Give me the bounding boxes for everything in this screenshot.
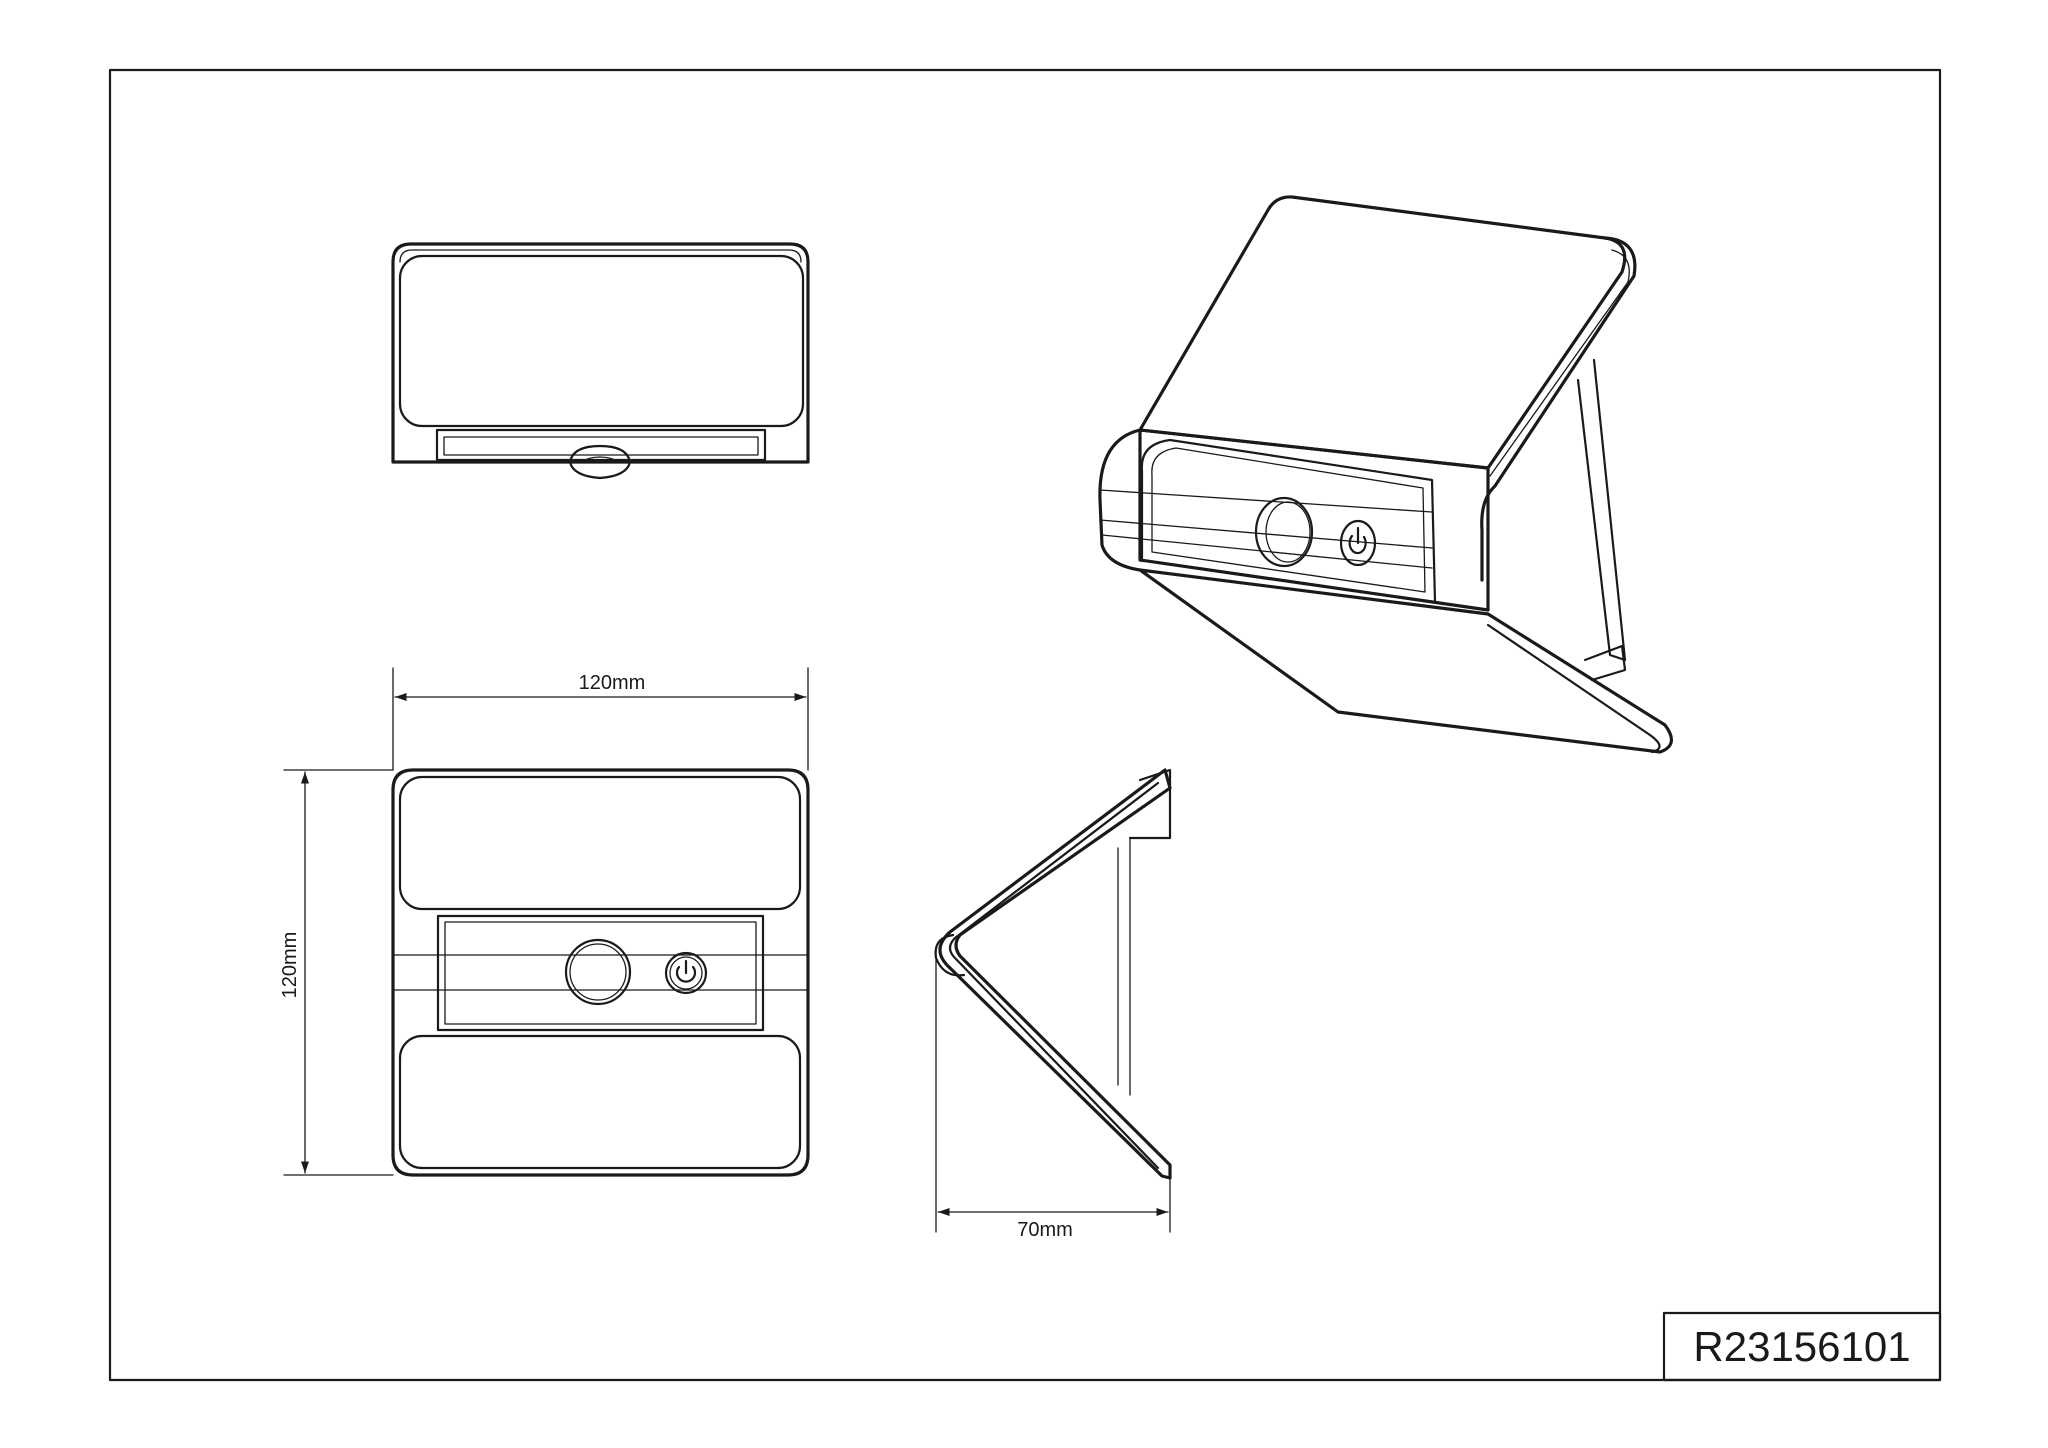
top-view-lens-strip: [435, 428, 767, 462]
iso-body-left-face: [1098, 428, 1142, 572]
iso-front-face-outline: [1140, 438, 1437, 604]
front-view-control-strip: [436, 914, 765, 1032]
height-label: 120mm: [279, 932, 301, 999]
side-view-wall-bracket: [1128, 768, 1172, 840]
side-view-inner: [948, 781, 1160, 1170]
iso-motion-sensor-icon: [1254, 496, 1314, 568]
width-dimension: 120mm: [392, 667, 809, 771]
top-view: [391, 242, 810, 480]
side-view: [934, 768, 1172, 1180]
iso-power-icon[interactable]: [1339, 519, 1377, 567]
iso-front-face-inner: [1151, 447, 1426, 593]
power-icon[interactable]: [664, 951, 708, 995]
depth-dimension: 70mm: [935, 959, 1171, 1241]
iso-bottom-panel-edge: [1486, 623, 1661, 754]
motion-sensor-dome-top: [568, 444, 632, 480]
motion-sensor-dome-side: [934, 933, 966, 977]
side-view-outer: [938, 768, 1172, 1180]
depth-label: 70mm: [1017, 1219, 1073, 1241]
motion-sensor-icon: [564, 938, 632, 1006]
isometric-view: [1098, 195, 1673, 754]
title-block-box: [1662, 1311, 1942, 1382]
top-view-rim: [399, 249, 802, 263]
motion-sensor-dome-top-inner: [579, 456, 621, 463]
iso-bracket-foot: [1583, 644, 1627, 682]
title-block: R23156101: [1662, 1311, 1942, 1382]
top-view-panel: [398, 254, 805, 428]
iso-band-line-3: [1101, 534, 1433, 569]
front-view-outline: [391, 768, 810, 1177]
front-view-control-inner: [444, 921, 757, 1025]
iso-panel-rim: [1480, 236, 1637, 582]
iso-side-leg: [1576, 358, 1627, 662]
iso-band-line-1: [1099, 489, 1433, 513]
iso-solar-panel: [1138, 195, 1627, 470]
height-dimension: 120mm: [279, 769, 394, 1176]
front-view: [391, 768, 810, 1177]
front-view-bottom-panel: [398, 1034, 802, 1170]
iso-body-top: [1138, 428, 1490, 612]
iso-bottom-panel: [1138, 568, 1673, 754]
width-label: 120mm: [579, 672, 646, 694]
iso-panel-rim-inner: [1489, 249, 1630, 477]
top-view-outline: [391, 242, 810, 464]
drawing-frame: [108, 68, 1942, 1382]
drawing-code: R23156101: [1693, 1323, 1910, 1370]
front-view-top-panel: [398, 775, 802, 911]
top-view-lens-inner: [443, 436, 759, 456]
